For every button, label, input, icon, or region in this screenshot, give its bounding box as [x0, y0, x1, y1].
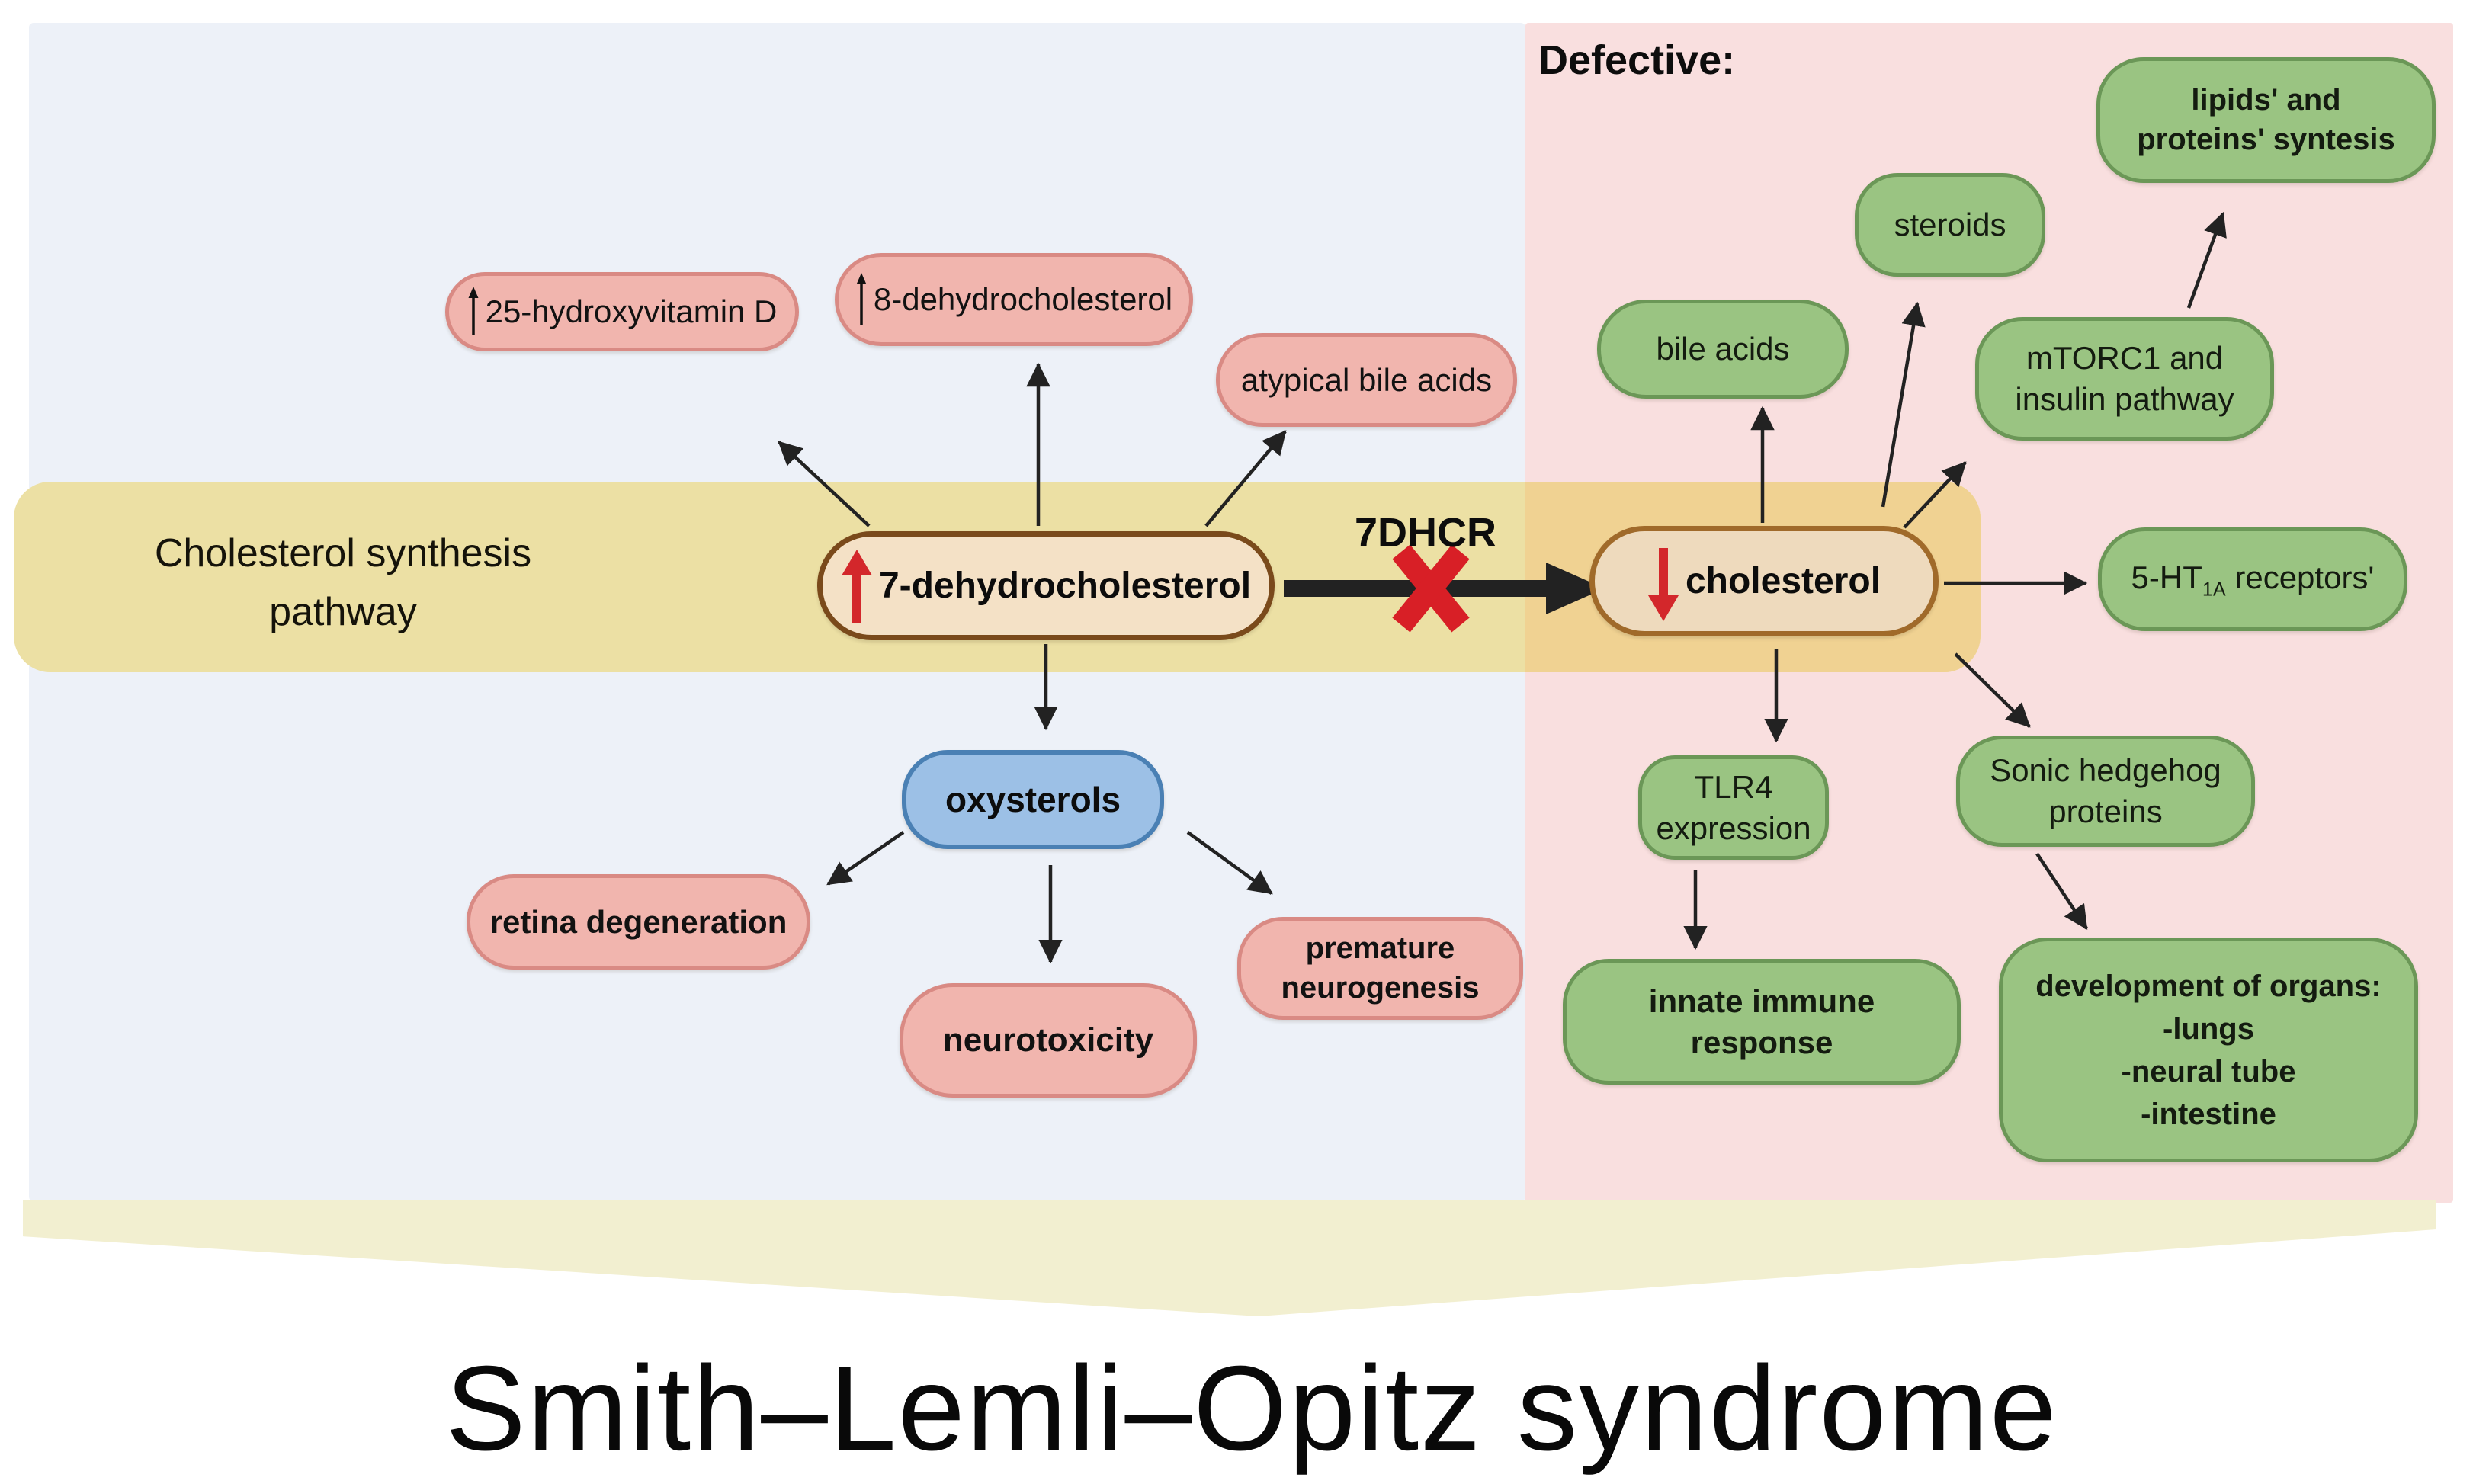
enzyme-label: 7DHCR	[1354, 510, 1497, 556]
node-label-part: 5-HT	[2131, 559, 2202, 595]
node-8-dehydrocholesterol: 8-dehydrocholesterol	[835, 253, 1193, 346]
node-neurotoxicity: neurotoxicity	[900, 983, 1197, 1098]
node-atypical-bile-acids: atypical bile acids	[1216, 333, 1517, 427]
node-development-of-organs: development of organs: -lungs -neural tu…	[1999, 938, 2418, 1162]
node-label-line2: neurogenesis	[1281, 970, 1480, 1005]
node-label: retina degeneration	[489, 903, 787, 940]
defective-heading: Defective:	[1538, 37, 1736, 83]
page-title: Smith–Lemli–Opitz syndrome	[445, 1341, 2058, 1476]
red-decrease-arrow-icon	[1647, 547, 1679, 621]
node-label: steroids	[1894, 207, 2006, 243]
node-label: 25-hydroxyvitamin D	[485, 293, 778, 330]
increase-arrow-icon	[468, 287, 479, 335]
node-25-hydroxyvitamin-d: 25-hydroxyvitamin D	[445, 272, 799, 351]
node-label: neurotoxicity	[942, 1021, 1154, 1059]
node-label-line3: -neural tube	[2121, 1054, 2296, 1088]
pathway-band-label-line2: pathway	[269, 589, 417, 634]
node-label: 8-dehydrocholesterol	[873, 281, 1173, 318]
node-bile-acids: bile acids	[1597, 300, 1849, 399]
node-5ht1a-receptors: 5-HT1A receptors'	[2098, 527, 2407, 631]
node-steroids: steroids	[1855, 173, 2045, 277]
node-label-line1: lipids' and	[2191, 83, 2341, 117]
node-label-line2: insulin pathway	[2015, 381, 2234, 417]
node-label: 7-dehydrocholesterol	[878, 565, 1252, 606]
node-cholesterol: cholesterol	[1589, 526, 1939, 636]
node-label-line1: development of organs:	[2035, 969, 2382, 1003]
node-label-line2: proteins' syntesis	[2137, 122, 2395, 156]
node-tlr4-expression: TLR4 expression	[1638, 755, 1829, 860]
syndrome-funnel-shape	[23, 1200, 2436, 1316]
node-label-line1: mTORC1 and	[2026, 340, 2224, 377]
node-sonic-hedgehog-proteins: Sonic hedgehog proteins	[1956, 736, 2255, 847]
node-label-line1: premature	[1305, 931, 1455, 966]
pathway-band-label: Cholesterol synthesis pathway	[130, 524, 557, 642]
increase-arrow-icon	[856, 273, 867, 325]
node-label: cholesterol	[1685, 560, 1881, 601]
node-label: atypical bile acids	[1240, 361, 1493, 398]
node-label-line2: expression	[1656, 809, 1811, 846]
node-mtorc1-insulin-pathway: mTORC1 and insulin pathway	[1975, 317, 2274, 441]
node-premature-neurogenesis: premature neurogenesis	[1237, 917, 1523, 1020]
node-label: 5-HT1A receptors'	[2131, 557, 2375, 602]
node-label-part: receptors'	[2225, 559, 2375, 595]
node-7-dehydrocholesterol: 7-dehydrocholesterol	[817, 531, 1275, 640]
node-innate-immune-response: innate immune response	[1563, 959, 1961, 1085]
node-label-line2: response	[1690, 1024, 1833, 1060]
pathway-band-label-line1: Cholesterol synthesis	[154, 531, 532, 575]
node-lipids-proteins-synthesis: lipids' and proteins' syntesis	[2096, 57, 2436, 183]
node-oxysterols: oxysterols	[902, 750, 1164, 849]
node-label-line2: proteins	[2048, 793, 2163, 829]
node-retina-degeneration: retina degeneration	[467, 874, 810, 970]
red-increase-arrow-icon	[841, 549, 872, 623]
node-label-line1: TLR4	[1694, 768, 1773, 805]
node-label-line1: Sonic hedgehog	[1990, 752, 2221, 789]
node-label-line4: -intestine	[2141, 1097, 2276, 1131]
node-label-subscript: 1A	[2202, 579, 2226, 601]
node-label-line1: innate immune	[1648, 982, 1875, 1019]
node-label-line2: -lungs	[2163, 1011, 2254, 1046]
node-label: oxysterols	[945, 779, 1121, 819]
node-label: bile acids	[1656, 331, 1790, 367]
